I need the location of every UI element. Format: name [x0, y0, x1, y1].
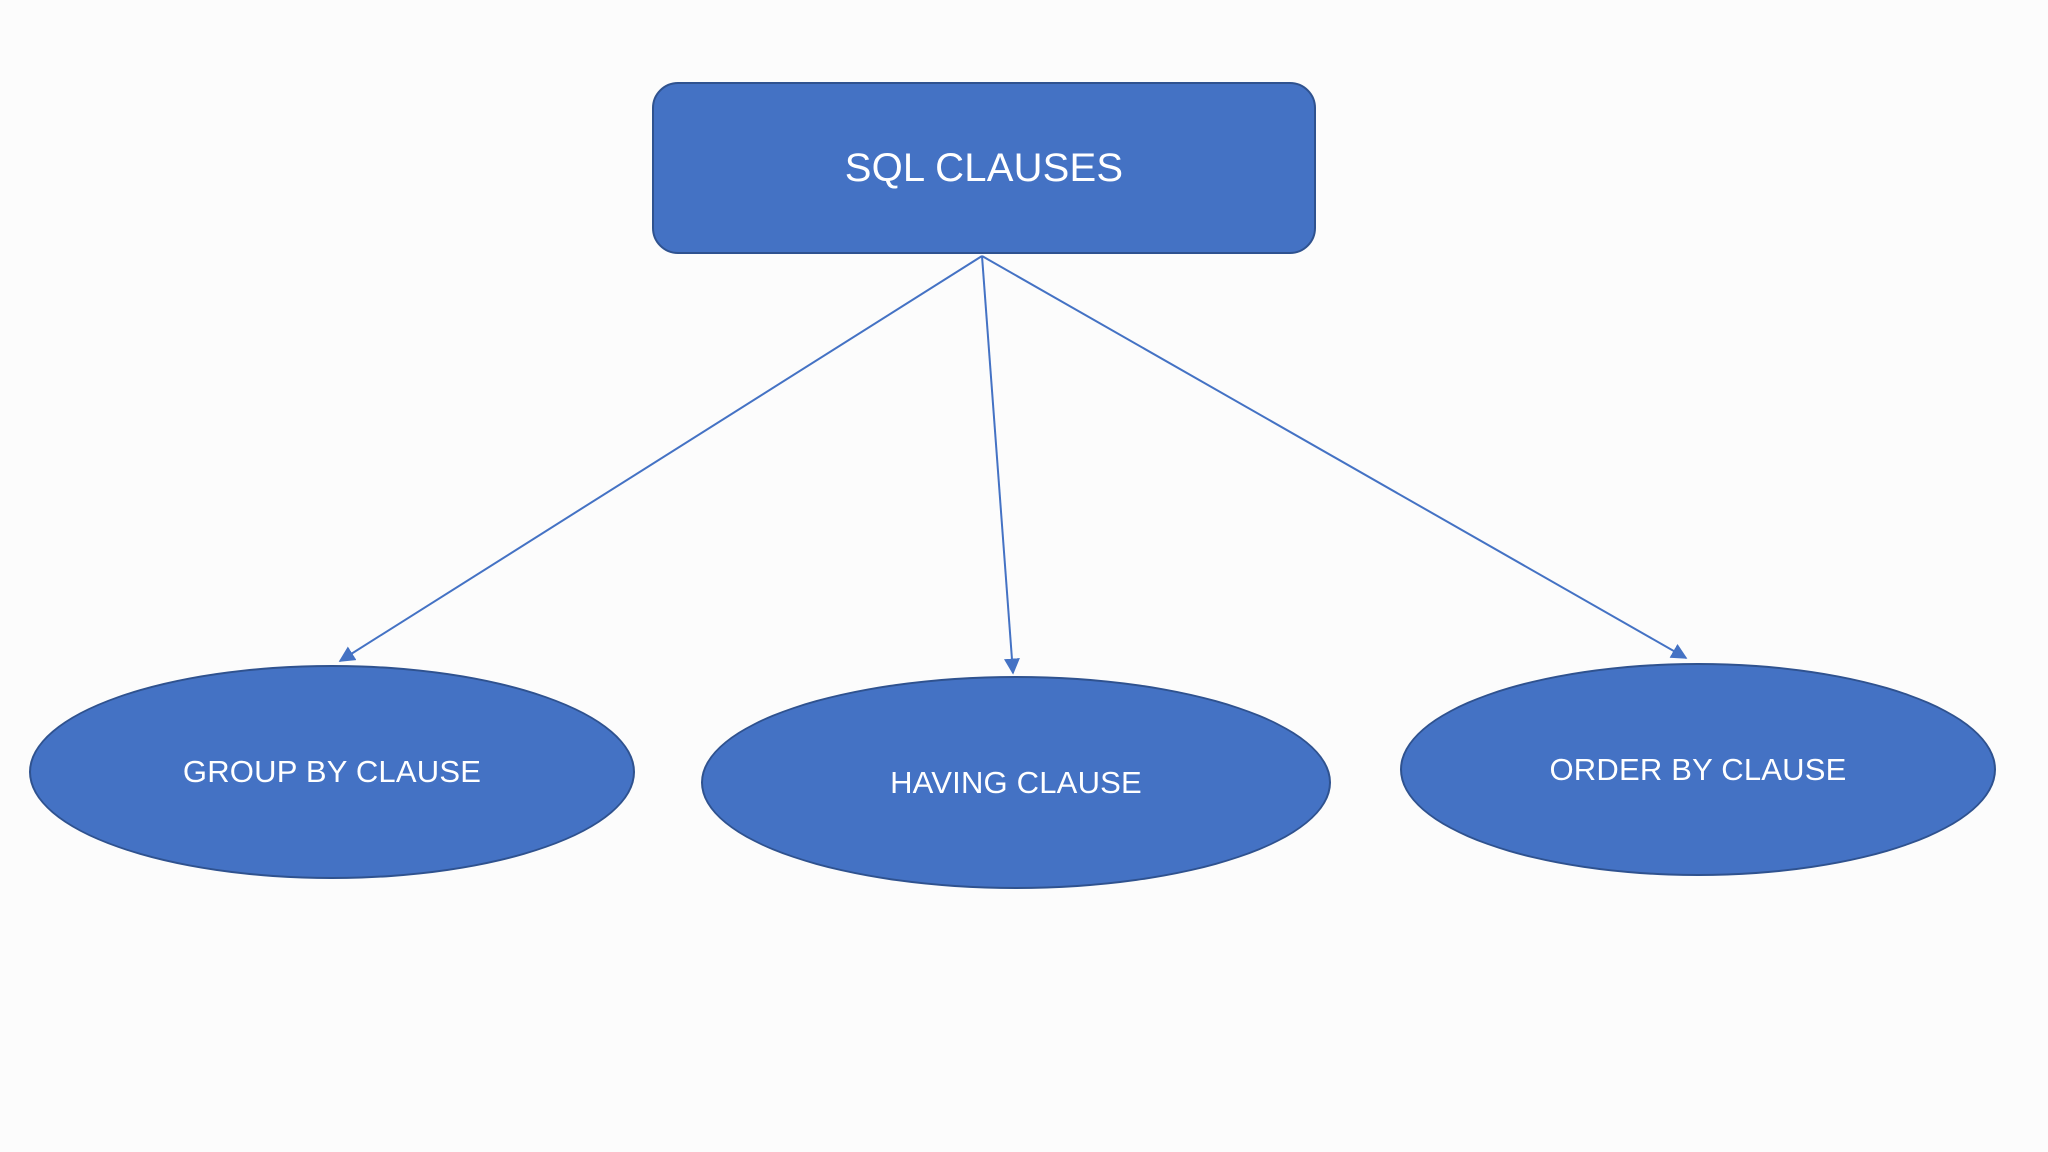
node-group-by-clause-label: GROUP BY CLAUSE [182, 754, 482, 789]
node-sql-clauses: SQL CLAUSES [652, 82, 1316, 254]
connector-to-order-by-clause [981, 255, 1688, 659]
node-group-by-clause: GROUP BY CLAUSE [29, 665, 635, 879]
node-having-clause: HAVING CLAUSE [701, 676, 1331, 889]
node-order-by-clause: ORDER BY CLAUSE [1400, 663, 1996, 876]
connector-to-having-clause [981, 255, 1020, 675]
node-having-clause-label: HAVING CLAUSE [890, 764, 1142, 800]
node-order-by-clause-label: ORDER BY CLAUSE [1549, 751, 1847, 787]
node-sql-clauses-label: SQL CLAUSES [844, 145, 1124, 190]
connector-to-group-by-clause [338, 255, 983, 662]
